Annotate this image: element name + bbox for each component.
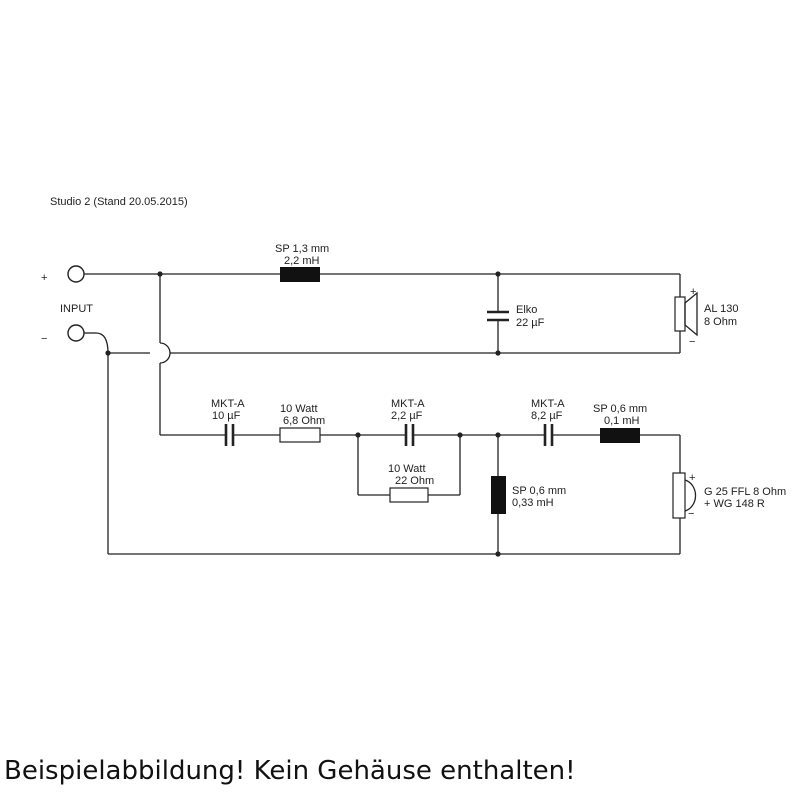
input-minus-terminal — [67, 324, 85, 342]
coil-sp-top-line2: 2,2 mH — [284, 255, 320, 267]
woofer-magnet — [674, 296, 686, 332]
resistor-22-ohm: 10 Watt 22 Ohm — [388, 463, 434, 503]
mkt3-line1: MKT-A — [531, 398, 565, 410]
elko-line1: Elko — [516, 304, 537, 316]
elko-line2: 22 µF — [516, 317, 545, 329]
capacitor-elko: Elko 22 µF — [487, 304, 545, 329]
tweeter-dome — [684, 479, 697, 512]
input-plus-terminal — [67, 265, 85, 283]
wires — [84, 273, 681, 555]
res2-line1: 10 Watt — [388, 463, 426, 475]
schematic-title: Studio 2 (Stand 20.05.2015) — [50, 196, 188, 208]
mkt2-line2: 2,2 µF — [391, 410, 423, 422]
coil-sp-1-3mm: SP 1,3 mm 2,2 mH — [275, 243, 329, 282]
mkt2-line1: MKT-A — [391, 398, 425, 410]
input-plus-sign: + — [41, 272, 47, 284]
coil-sp-0-1mh: SP 0,6 mm 0,1 mH — [593, 403, 647, 443]
mkt1-line1: MKT-A — [211, 398, 245, 410]
res1-line2: 6,8 Ohm — [283, 415, 325, 427]
resistor-body — [389, 487, 429, 503]
resistor-6-8-ohm: 10 Watt 6,8 Ohm — [279, 403, 325, 443]
tweeter-plus: + — [689, 472, 695, 484]
tweeter-line2: + WG 148 R — [704, 498, 765, 510]
woofer-minus: − — [689, 336, 695, 348]
woofer-plus: + — [690, 286, 696, 298]
res2-line2: 22 Ohm — [395, 475, 434, 487]
junction-dots — [105, 271, 501, 557]
tweeter-minus: − — [688, 508, 694, 520]
tweeter-speaker: + − G 25 FFL 8 Ohm + WG 148 R — [672, 472, 786, 520]
sp-series-line1: SP 0,6 mm — [593, 403, 647, 415]
coil-body — [600, 428, 640, 443]
tweeter-line1: G 25 FFL 8 Ohm — [704, 486, 786, 498]
woofer-speaker: + − AL 130 8 Ohm — [674, 286, 738, 348]
tweeter-body — [672, 472, 686, 519]
coil-body — [280, 267, 320, 282]
resistor-body — [279, 427, 321, 443]
sp-series-line2: 0,1 mH — [604, 415, 640, 427]
woofer-line1: AL 130 — [704, 303, 738, 315]
capacitor-mkt-8-2uf: MKT-A 8,2 µF — [531, 398, 565, 446]
coil-body — [491, 476, 506, 514]
woofer-cone — [684, 291, 698, 337]
capacitor-mkt-2-2uf: MKT-A 2,2 µF — [391, 398, 425, 446]
mkt1-line2: 10 µF — [212, 410, 241, 422]
coil-sp-0-33mh: SP 0,6 mm 0,33 mH — [491, 476, 566, 514]
res1-line1: 10 Watt — [280, 403, 318, 415]
sp-shunt-line2: 0,33 mH — [512, 497, 554, 509]
capacitor-mkt-10uf: MKT-A 10 µF — [211, 398, 245, 446]
woofer-line2: 8 Ohm — [704, 316, 737, 328]
input-terminals: + − INPUT — [41, 272, 93, 345]
disclaimer-caption: Beispielabbildung! Kein Gehäuse enthalte… — [4, 756, 576, 786]
sp-shunt-line1: SP 0,6 mm — [512, 485, 566, 497]
coil-sp-top-line1: SP 1,3 mm — [275, 243, 329, 255]
mkt3-line2: 8,2 µF — [531, 410, 563, 422]
input-label: INPUT — [60, 303, 93, 315]
input-minus-sign: − — [41, 333, 47, 345]
